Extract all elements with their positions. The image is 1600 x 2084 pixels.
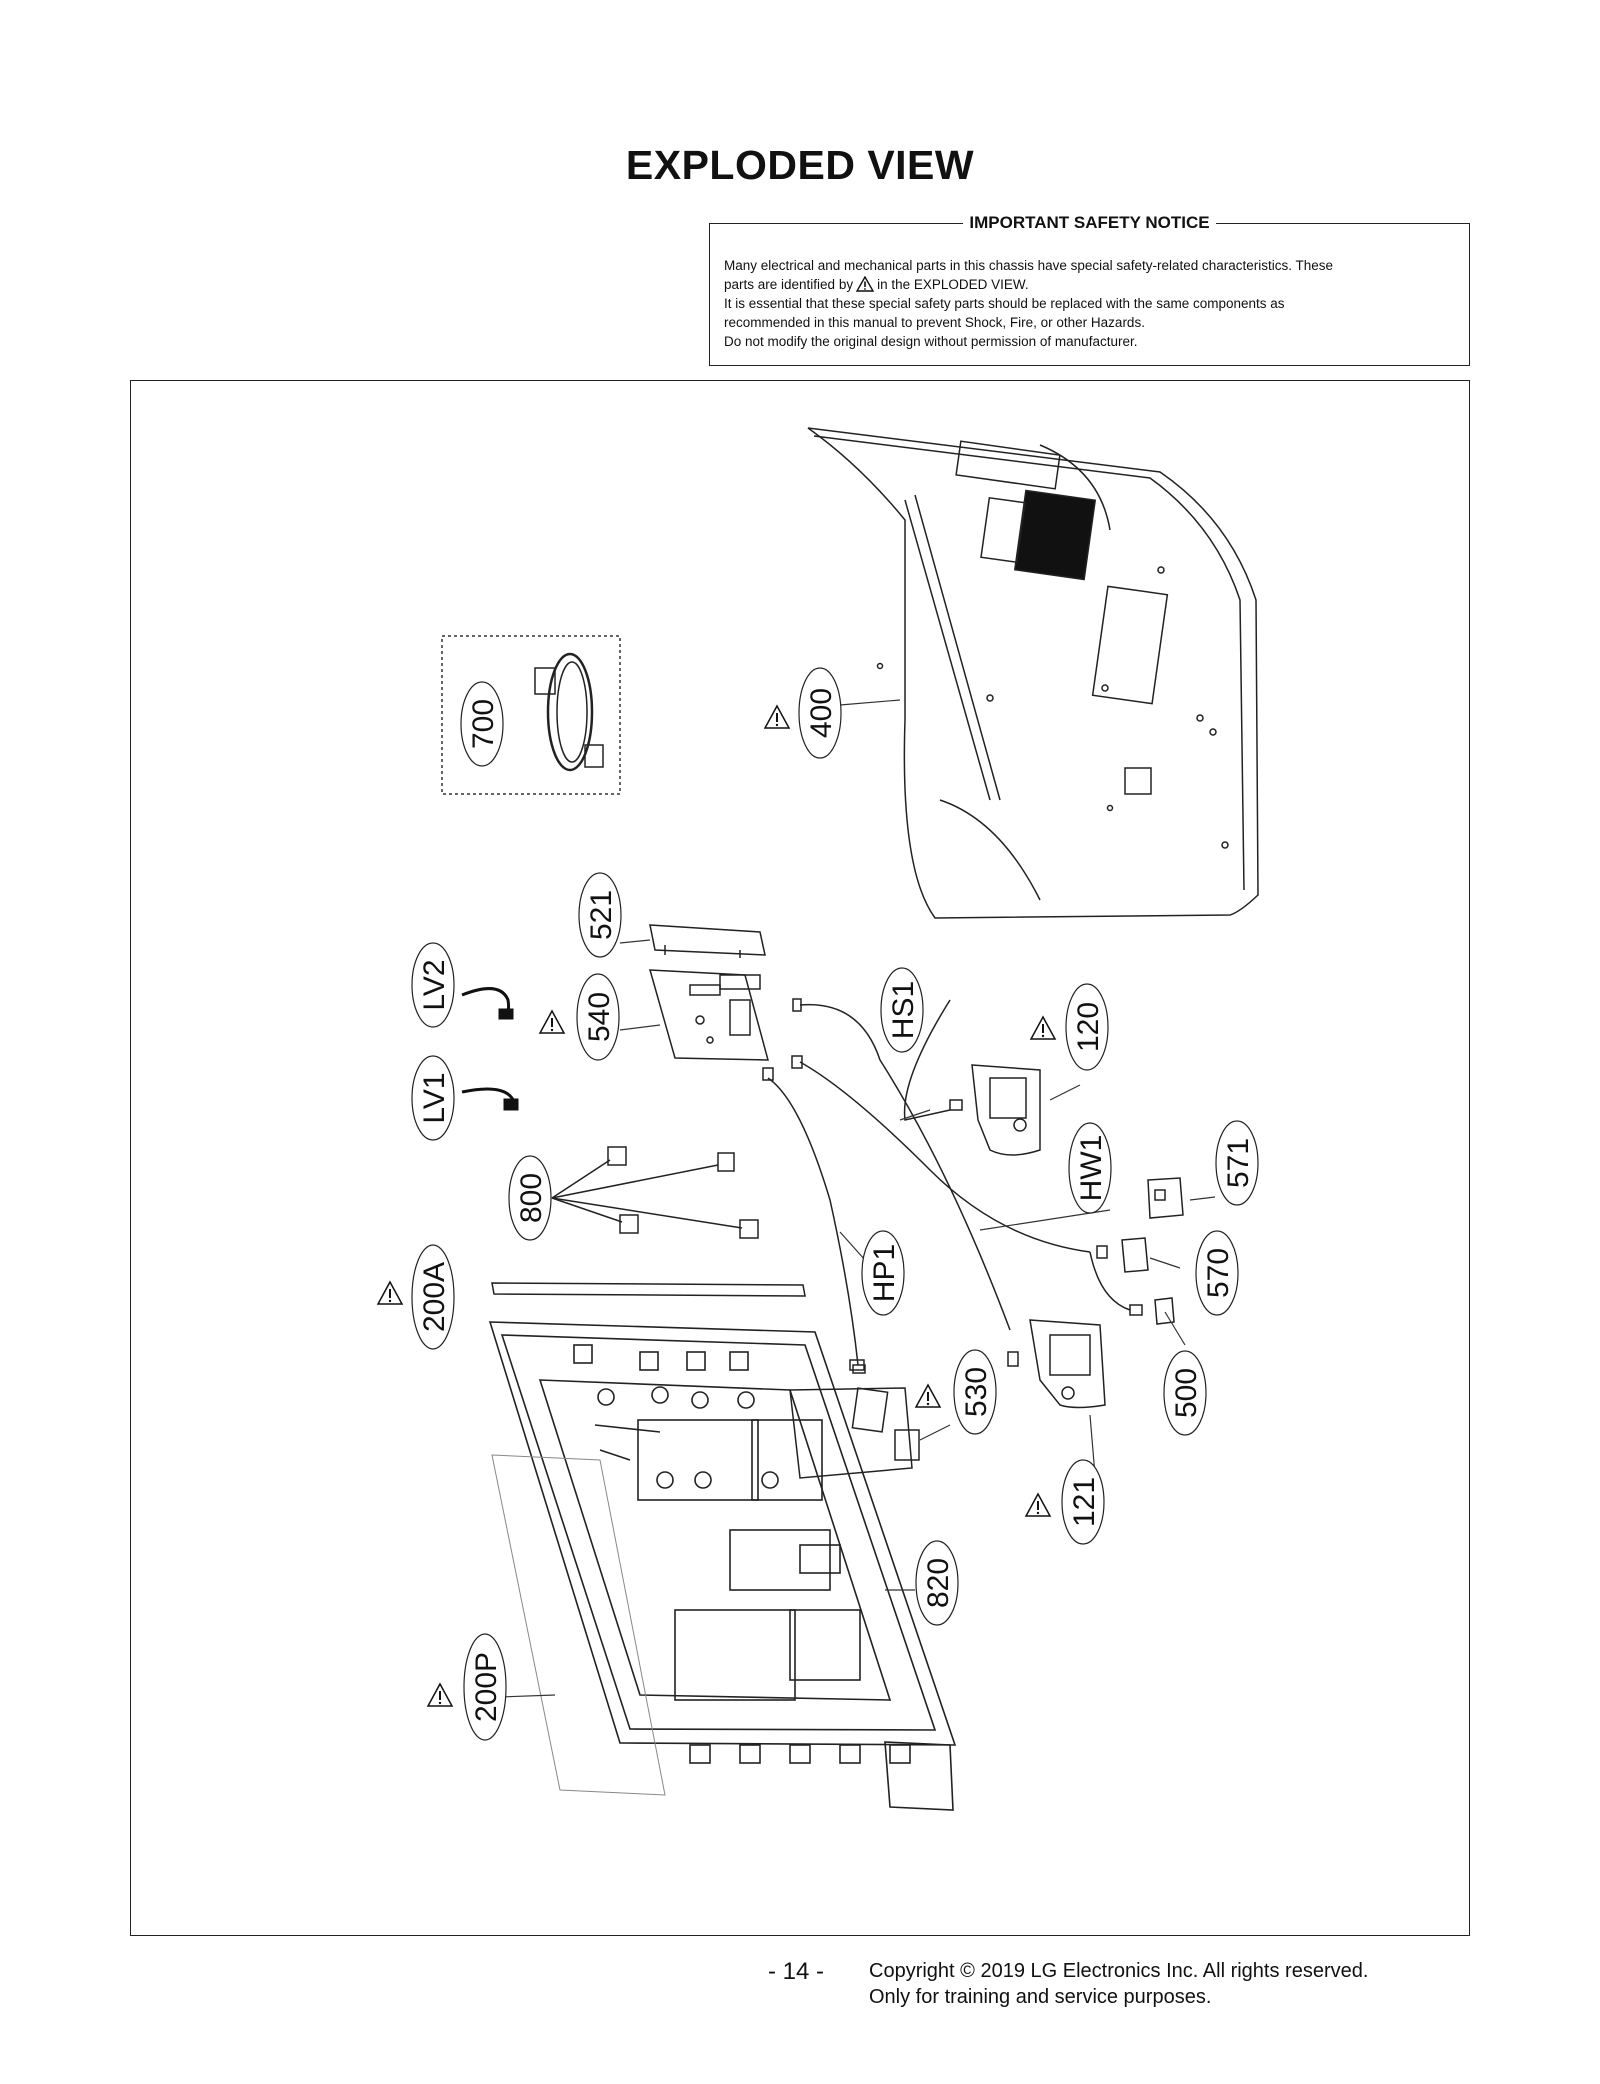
page-title: EXPLODED VIEW xyxy=(625,142,975,188)
callout-820: 820 xyxy=(915,1540,959,1626)
callout-121: 121 xyxy=(1025,1459,1105,1545)
main-board-part xyxy=(648,924,769,1061)
lvds-cable-part xyxy=(461,987,519,1111)
svg-text:521: 521 xyxy=(585,890,618,940)
back-cover-part xyxy=(807,427,1259,919)
callout-hp1: HP1 xyxy=(861,1230,905,1316)
warning-triangle-icon xyxy=(427,1683,453,1707)
svg-text:820: 820 xyxy=(922,1558,955,1608)
speaker-part xyxy=(1029,1319,1106,1409)
svg-text:120: 120 xyxy=(1072,1002,1105,1052)
svg-text:200A: 200A xyxy=(418,1262,451,1332)
callout-lv1: LV1 xyxy=(411,1055,455,1141)
warning-triangle-icon xyxy=(915,1384,941,1408)
callout-570: 570 xyxy=(1195,1230,1239,1316)
svg-text:HS1: HS1 xyxy=(887,981,920,1039)
warning-triangle-icon xyxy=(856,276,875,292)
exploded-view-frame xyxy=(130,380,1470,1936)
svg-text:571: 571 xyxy=(1222,1138,1255,1188)
svg-text:LV2: LV2 xyxy=(418,959,451,1010)
power-cord-part xyxy=(441,635,621,795)
svg-text:HW1: HW1 xyxy=(1075,1135,1108,1202)
svg-text:540: 540 xyxy=(583,992,616,1042)
bar-bracket-part xyxy=(491,1282,806,1297)
footer-copyright: Copyright © 2019 LG Electronics Inc. All… xyxy=(869,1960,1369,2008)
svg-text:570: 570 xyxy=(1202,1248,1235,1298)
svg-text:121: 121 xyxy=(1068,1477,1101,1527)
notice-line: recommended in this manual to prevent Sh… xyxy=(724,315,1145,330)
safety-notice-box: IMPORTANT SAFETY NOTICE Many electrical … xyxy=(709,213,1470,366)
callout-200a: 200A xyxy=(377,1244,455,1350)
callout-800: 800 xyxy=(508,1155,552,1241)
callout-hs1: HS1 xyxy=(880,967,924,1053)
notice-line: Many electrical and mechanical parts in … xyxy=(724,258,1334,273)
callout-lv2: LV2 xyxy=(411,942,455,1028)
warning-triangle-icon xyxy=(1025,1493,1051,1517)
warning-triangle-icon xyxy=(539,1010,565,1034)
callout-hw1: HW1 xyxy=(1068,1122,1112,1214)
screw-part xyxy=(551,1146,759,1239)
svg-text:700: 700 xyxy=(467,699,500,749)
page-number: - 14 - xyxy=(768,1958,825,1985)
callout-540: 540 xyxy=(539,973,620,1061)
callout-400: 400 xyxy=(764,667,842,759)
svg-text:800: 800 xyxy=(515,1173,548,1223)
callout-500: 500 xyxy=(1163,1350,1207,1436)
svg-text:LV1: LV1 xyxy=(418,1072,451,1123)
svg-text:200P: 200P xyxy=(470,1652,503,1722)
notice-line: Do not modify the original design withou… xyxy=(724,334,1138,349)
warning-triangle-icon xyxy=(1030,1016,1056,1040)
harness-part xyxy=(762,998,1143,1374)
callout-120: 120 xyxy=(1030,983,1109,1071)
callout-530: 530 xyxy=(915,1349,997,1435)
callout-571: 571 xyxy=(1215,1120,1259,1206)
panel-module-part xyxy=(488,1321,957,1811)
safety-notice-title: IMPORTANT SAFETY NOTICE xyxy=(963,213,1216,232)
power-board-part xyxy=(789,1359,920,1479)
notice-line: It is essential that these special safet… xyxy=(724,296,1285,311)
small-board-part xyxy=(1121,1177,1184,1325)
svg-text:HP1: HP1 xyxy=(868,1244,901,1302)
callout-700: 700 xyxy=(460,681,504,767)
svg-text:530: 530 xyxy=(960,1367,993,1417)
warning-triangle-icon xyxy=(377,1281,403,1305)
speaker-part xyxy=(971,1064,1041,1156)
callout-521: 521 xyxy=(578,872,622,958)
svg-text:500: 500 xyxy=(1170,1368,1203,1418)
safety-notice-body: Many electrical and mechanical parts in … xyxy=(724,256,1455,351)
svg-text:400: 400 xyxy=(805,688,838,738)
warning-triangle-icon xyxy=(764,705,790,729)
callout-200p: 200P xyxy=(427,1633,507,1741)
